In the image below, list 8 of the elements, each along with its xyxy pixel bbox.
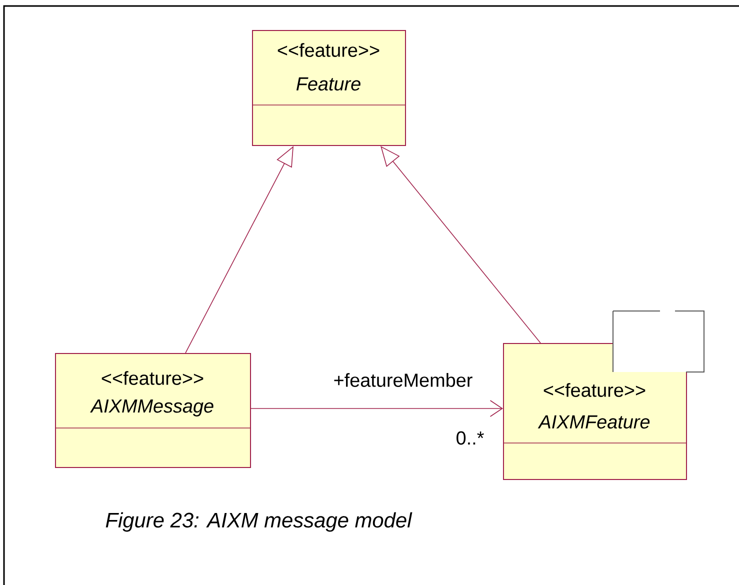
class-box: <<feature>> AIXMFeature xyxy=(502,343,687,480)
arrow xyxy=(380,146,541,344)
caption: Figure 23: AIXM message model xyxy=(106,512,412,532)
multiplicity-label: 0..* xyxy=(456,431,484,445)
arrow xyxy=(250,400,503,417)
edge-label: +featureMember xyxy=(332,372,474,388)
class-box: <<feature>> AIXMMessage xyxy=(54,353,251,468)
class-box: <<feature>> Feature xyxy=(252,30,406,146)
